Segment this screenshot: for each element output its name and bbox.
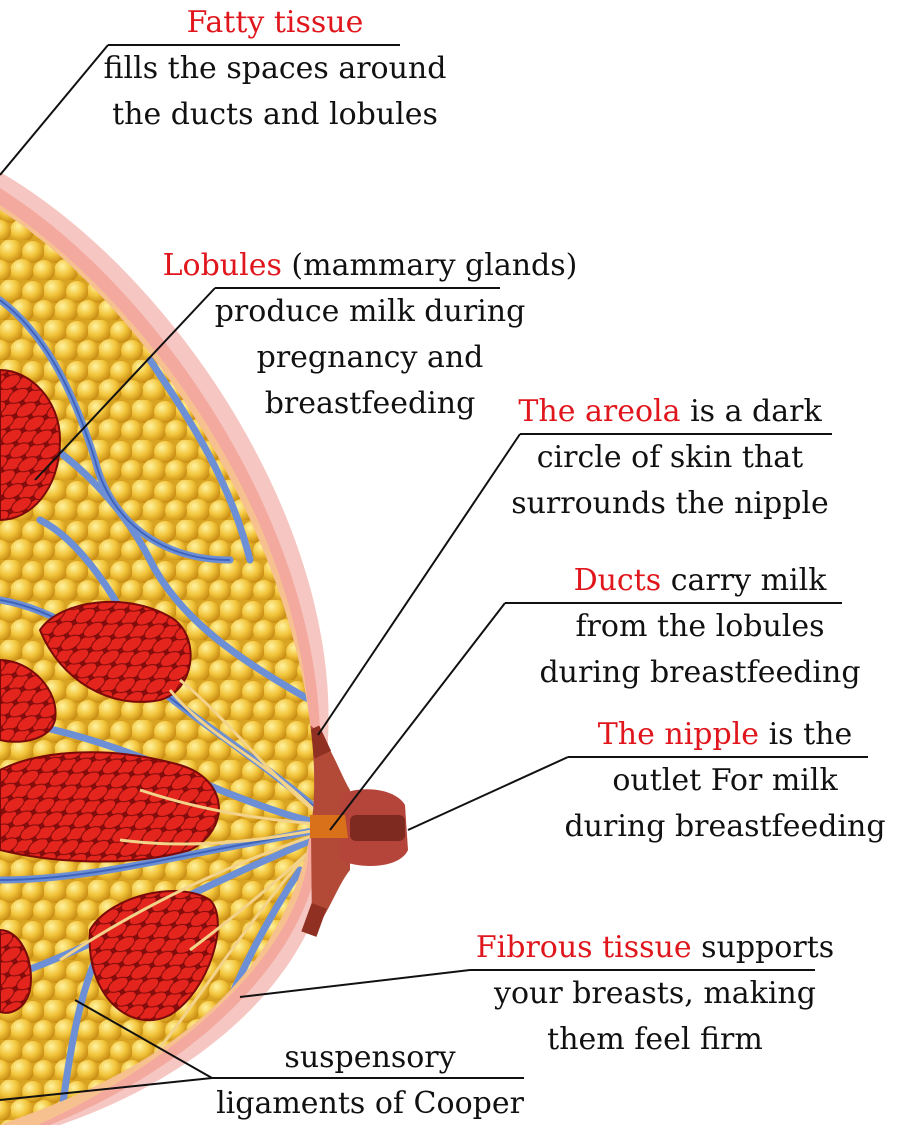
nipple-line-1: outlet For milk [555,758,895,804]
fibrous-tissue-line-1: your breasts, making [460,971,850,1017]
nipple-outlet [350,815,405,841]
fibrous-tissue-title: Fibrous tissue [476,930,692,965]
fatty-leader [0,45,108,175]
fatty-tissue-title: Fatty tissue [187,5,364,40]
lobules-title: Lobules [163,248,282,283]
fatty-tissue-line-2: the ducts and lobules [100,92,450,138]
areola-title-rest: is a dark [681,394,822,429]
nipple-leader [408,757,568,830]
nipple-title: The nipple [598,717,759,752]
fatty-tissue-label: Fatty tissue fills the spaces around the… [100,0,450,138]
areola-leader [318,434,520,735]
lobules-line-2: pregnancy and [160,335,580,381]
ducts-line-1: from the lobules [515,604,885,650]
cooper-line-2: ligaments of Cooper [205,1081,535,1127]
ducts-label: Ducts carry milk from the lobules during… [515,558,885,696]
ducts-leader [330,603,505,830]
duct-opening [310,815,348,838]
nipple-line-2: during breastfeeding [555,804,895,850]
nipple-label: The nipple is the outlet For milk during… [555,712,895,850]
ducts-line-2: during breastfeeding [515,650,885,696]
lobules-title-rest: (mammary glands) [282,248,578,283]
areola-line-2: surrounds the nipple [500,481,840,527]
areola-label: The areola is a dark circle of skin that… [500,389,840,527]
ducts-title: Ducts [574,563,662,598]
cooper-ligaments-label: suspensory ligaments of Cooper [205,1035,535,1127]
lobules-line-1: produce milk during [160,289,580,335]
areola-line-1: circle of skin that [500,435,840,481]
areola-title: The areola [518,394,680,429]
nipple-title-rest: is the [759,717,852,752]
cooper-line-1: suspensory [205,1035,535,1081]
ducts-title-rest: carry milk [661,563,826,598]
fibrous-tissue-title-rest: supports [692,930,835,965]
fatty-tissue-line-1: fills the spaces around [100,46,450,92]
